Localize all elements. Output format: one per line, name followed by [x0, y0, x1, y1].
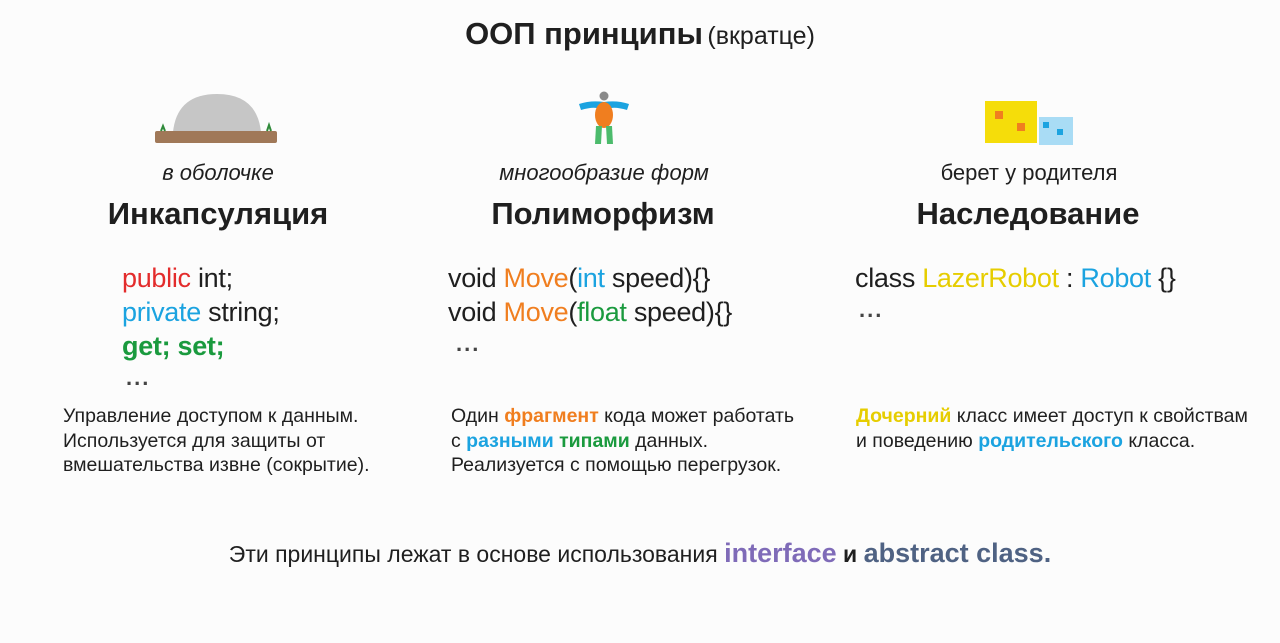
shape-figure-icon	[577, 90, 631, 146]
desc-text: кода может работать	[598, 405, 795, 427]
desc-line: Используется для защиты от	[63, 429, 326, 452]
ellipsis: ...	[126, 365, 151, 390]
encapsulation-caption: в оболочке	[162, 160, 274, 185]
method-name: Move	[503, 263, 569, 293]
type-int: int	[577, 263, 605, 293]
title-sub: (вкратце)	[707, 22, 815, 50]
ellipsis: ...	[456, 331, 481, 356]
encapsulation-description: Управление доступом к данным. Использует…	[63, 404, 370, 478]
keyword-get-set: get; set;	[122, 331, 225, 361]
code-text: :	[1058, 263, 1081, 293]
desc-line: Реализуется с помощью перегрузок.	[451, 454, 782, 476]
class-parent: Robot	[1080, 263, 1151, 293]
inheritance-caption: берет у родителя	[940, 160, 1118, 185]
desc-line: Управление доступом к данным.	[63, 405, 359, 427]
desc-text: Один	[451, 405, 505, 427]
code-text: {}	[1150, 263, 1176, 293]
method-name: Move	[503, 297, 569, 327]
footer-text: Эти принципы лежат в основе использовани…	[228, 541, 725, 567]
desc-line: и поведению родительского класса.	[856, 429, 1248, 454]
highlight-fragment: фрагмент	[504, 405, 599, 427]
code-text: (	[568, 297, 578, 327]
inheritance-description: Дочерний класс имеет доступ к свойствам …	[856, 404, 1248, 453]
code-text: string;	[200, 297, 280, 327]
desc-text: данных.	[629, 429, 709, 452]
keyword-abstract-class: abstract class	[863, 538, 1044, 568]
code-line: void Move(int speed){}	[448, 261, 732, 295]
class-child: LazerRobot	[922, 263, 1059, 293]
parent-child-blocks-icon	[985, 101, 1075, 147]
highlight-parent: родительского	[978, 429, 1123, 452]
desc-text: с	[451, 429, 467, 452]
code-line: private string;	[122, 295, 280, 329]
footer-and: и	[836, 541, 864, 567]
desc-text: класс имеет доступ к свойствам	[951, 405, 1248, 427]
code-line: public int;	[122, 261, 280, 295]
polymorphism-description: Один фрагмент кода может работать с разн…	[451, 404, 794, 478]
keyword-public: public	[122, 263, 191, 293]
dome-shell-icon	[155, 92, 279, 146]
highlight-different: разными	[466, 429, 554, 452]
code-text: speed){}	[626, 297, 733, 327]
footer-note: Эти принципы лежат в основе использовани…	[0, 538, 1280, 569]
code-text: class	[855, 263, 923, 293]
code-text: void	[448, 297, 504, 327]
inheritance-code: class LazerRobot : Robot {} ...	[855, 261, 1176, 325]
desc-line: Один фрагмент кода может работать	[451, 404, 794, 429]
type-float: float	[577, 297, 627, 327]
encapsulation-code: public int; private string; get; set; ..…	[122, 261, 280, 393]
polymorphism-heading: Полиморфизм	[491, 196, 715, 231]
highlight-types: типами	[559, 429, 630, 452]
desc-text: класса.	[1122, 429, 1196, 452]
desc-text: и поведению	[856, 429, 979, 452]
code-text: (	[568, 263, 578, 293]
page-title: ООП принципы (вкратце)	[0, 16, 1280, 52]
keyword-private: private	[122, 297, 201, 327]
polymorphism-code: void Move(int speed){} void Move(float s…	[448, 261, 732, 359]
code-text: void	[448, 263, 504, 293]
inheritance-heading: Наследование	[916, 196, 1140, 231]
ellipsis: ...	[859, 297, 884, 322]
keyword-interface: interface	[724, 538, 837, 568]
desc-line: с разными типами данных.	[451, 429, 794, 454]
polymorphism-caption: многообразие форм	[499, 160, 709, 185]
footer-period: .	[1043, 538, 1052, 568]
code-line: get; set;	[122, 329, 280, 363]
title-main: ООП принципы	[465, 16, 703, 51]
code-text: int;	[190, 263, 233, 293]
desc-line: вмешательства извне (сокрытие).	[63, 454, 370, 476]
encapsulation-heading: Инкапсуляция	[107, 196, 329, 231]
code-line: void Move(float speed){}	[448, 295, 732, 329]
code-line: class LazerRobot : Robot {}	[855, 261, 1176, 295]
code-text: speed){}	[604, 263, 711, 293]
highlight-child: Дочерний	[856, 405, 952, 427]
desc-line: Дочерний класс имеет доступ к свойствам	[856, 404, 1248, 429]
